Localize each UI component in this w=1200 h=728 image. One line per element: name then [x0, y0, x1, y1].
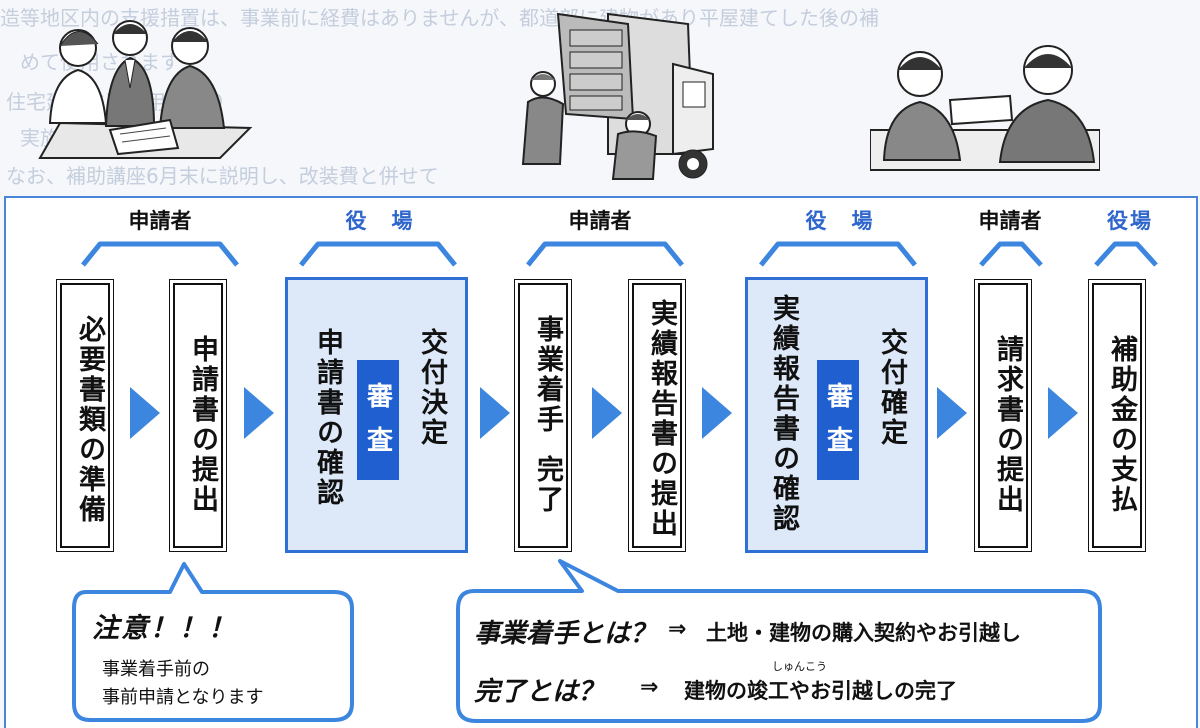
- group-label-applicant-1: 申請者: [128, 209, 192, 233]
- bracket-office-2: [759, 241, 917, 267]
- step-submit-application-label: 申請書の提出: [187, 335, 218, 515]
- bracket-office-3: [1094, 241, 1158, 267]
- step-grant-confirmation-label: 交付確定: [876, 328, 907, 448]
- definition-start-description: 土地・建物の購入契約やお引越し: [706, 621, 1021, 645]
- chevron-arrow-icon: [130, 387, 160, 439]
- background-text-line-5: なお、補助講座6月末に説明し、改装費と併せて: [6, 164, 439, 188]
- group-label-applicant-2: 申請者: [568, 209, 632, 233]
- bracket-office-1: [299, 241, 457, 267]
- chevron-arrow-icon: [937, 387, 967, 439]
- step-subsidy-payment: 補助金の支払: [1088, 279, 1146, 552]
- chevron-arrow-icon: [592, 387, 622, 439]
- moving-truck-illustration: [521, 12, 714, 180]
- step-submit-invoice: 請求書の提出: [974, 279, 1032, 552]
- bracket-applicant-2: [526, 241, 684, 267]
- definition-finish-arrow: ⇒: [640, 675, 659, 700]
- review-badge: 審査: [817, 360, 859, 480]
- note-speech-bubble: [72, 562, 354, 722]
- note-line-1: 事業着手前の: [102, 659, 210, 680]
- group-label-office-1: 役 場: [345, 209, 415, 233]
- group-label-office-3: 役場: [1107, 209, 1153, 233]
- chevron-arrow-icon: [244, 387, 274, 439]
- step-confirm-report-label: 実績報告書の確認: [768, 294, 799, 534]
- definition-start-term: 事業着手とは？: [474, 619, 657, 649]
- note-line-2: 事前申請となります: [102, 687, 264, 708]
- group-label-office-2: 役 場: [805, 209, 875, 233]
- review-badge: 審査: [357, 360, 399, 480]
- step-submit-invoice-label: 請求書の提出: [992, 335, 1023, 515]
- step-submit-performance-report-label: 実績報告書の提出: [646, 299, 677, 539]
- background-text-line-2: めて使用されます: [20, 50, 180, 74]
- group-label-applicant-3: 申請者: [978, 209, 1042, 233]
- payment-handover-illustration: [870, 45, 1100, 171]
- definition-speech-bubble: [456, 559, 1102, 723]
- chevron-arrow-icon: [702, 387, 732, 439]
- chevron-arrow-icon: [1048, 387, 1078, 439]
- step-submit-application: 申請書の提出: [169, 279, 227, 552]
- review-application-box: 交付決定 申請書の確認 審査: [285, 277, 468, 553]
- definition-finish-term: 完了とは？: [474, 677, 605, 707]
- step-subsidy-payment-label: 補助金の支払: [1106, 335, 1137, 515]
- step-completion-label: 完了: [532, 455, 563, 515]
- step-confirm-application-label: 申請書の確認: [312, 328, 343, 508]
- step-prepare-documents-label: 必要書類の準備: [74, 315, 105, 525]
- step-project-start-label: 事業着手: [532, 315, 563, 435]
- definition-start-arrow: ⇒: [668, 617, 687, 642]
- definition-finish-description: 建物の竣工やお引越しの完了: [684, 679, 957, 703]
- ruby-shunkou: しゅんこう: [772, 660, 827, 673]
- review-report-box: 交付確定 実績報告書の確認 審査: [745, 277, 928, 553]
- bracket-applicant-1: [81, 241, 239, 267]
- step-submit-performance-report: 実績報告書の提出: [628, 279, 686, 552]
- step-prepare-documents: 必要書類の準備: [56, 279, 114, 552]
- step-project-start-completion: 事業着手 完了: [514, 279, 572, 552]
- note-title: 注意！！！: [92, 613, 237, 644]
- step-grant-decision-label: 交付決定: [416, 328, 447, 448]
- chevron-arrow-icon: [480, 387, 510, 439]
- background-text-line-1: 造等地区内の支援措置は、事業前に経費はありませんが、都道部に建物があり平屋建てし…: [0, 6, 879, 30]
- bracket-applicant-3: [979, 241, 1043, 267]
- consultation-illustration: [38, 20, 253, 159]
